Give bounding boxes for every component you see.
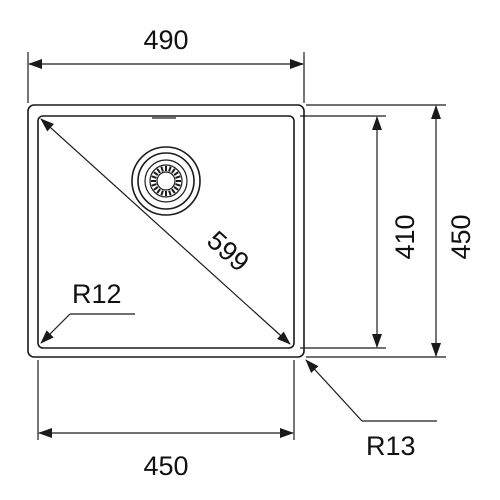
drain-slot bbox=[173, 186, 179, 191]
drain-slot bbox=[153, 171, 159, 176]
label-inner-radius: R12 bbox=[72, 279, 122, 309]
drain-slot bbox=[168, 166, 172, 172]
leader-inner-radius-arrow bbox=[40, 313, 71, 344]
drain-slot bbox=[156, 188, 161, 194]
drain-slots bbox=[151, 166, 181, 196]
dimension-line-diagonal bbox=[40, 118, 291, 345]
label-outer-height: 450 bbox=[446, 214, 476, 259]
drain-slot bbox=[160, 166, 164, 172]
label-inner-height: 410 bbox=[390, 214, 420, 259]
drain-slot bbox=[171, 168, 176, 174]
label-diagonal: 599 bbox=[201, 225, 255, 277]
label-outer-radius: R13 bbox=[366, 431, 416, 461]
drain-slot bbox=[168, 190, 172, 196]
drain-slot bbox=[156, 168, 161, 174]
drain-slot bbox=[160, 190, 164, 196]
drain-slot bbox=[153, 186, 159, 191]
drain-slot bbox=[173, 171, 179, 176]
drain-strainer-icon bbox=[131, 146, 201, 216]
drain-slot bbox=[171, 188, 176, 194]
drain-slot bbox=[175, 175, 181, 179]
leader-outer-radius-arrow bbox=[305, 359, 363, 422]
drain-slot bbox=[151, 175, 157, 179]
sink-inner-bowl bbox=[37, 115, 295, 349]
drain-slot bbox=[151, 183, 157, 187]
label-inner-width: 450 bbox=[143, 451, 188, 481]
drain-slot bbox=[175, 183, 181, 187]
sink-outer-rim bbox=[27, 104, 305, 358]
label-outer-width: 490 bbox=[143, 25, 188, 55]
